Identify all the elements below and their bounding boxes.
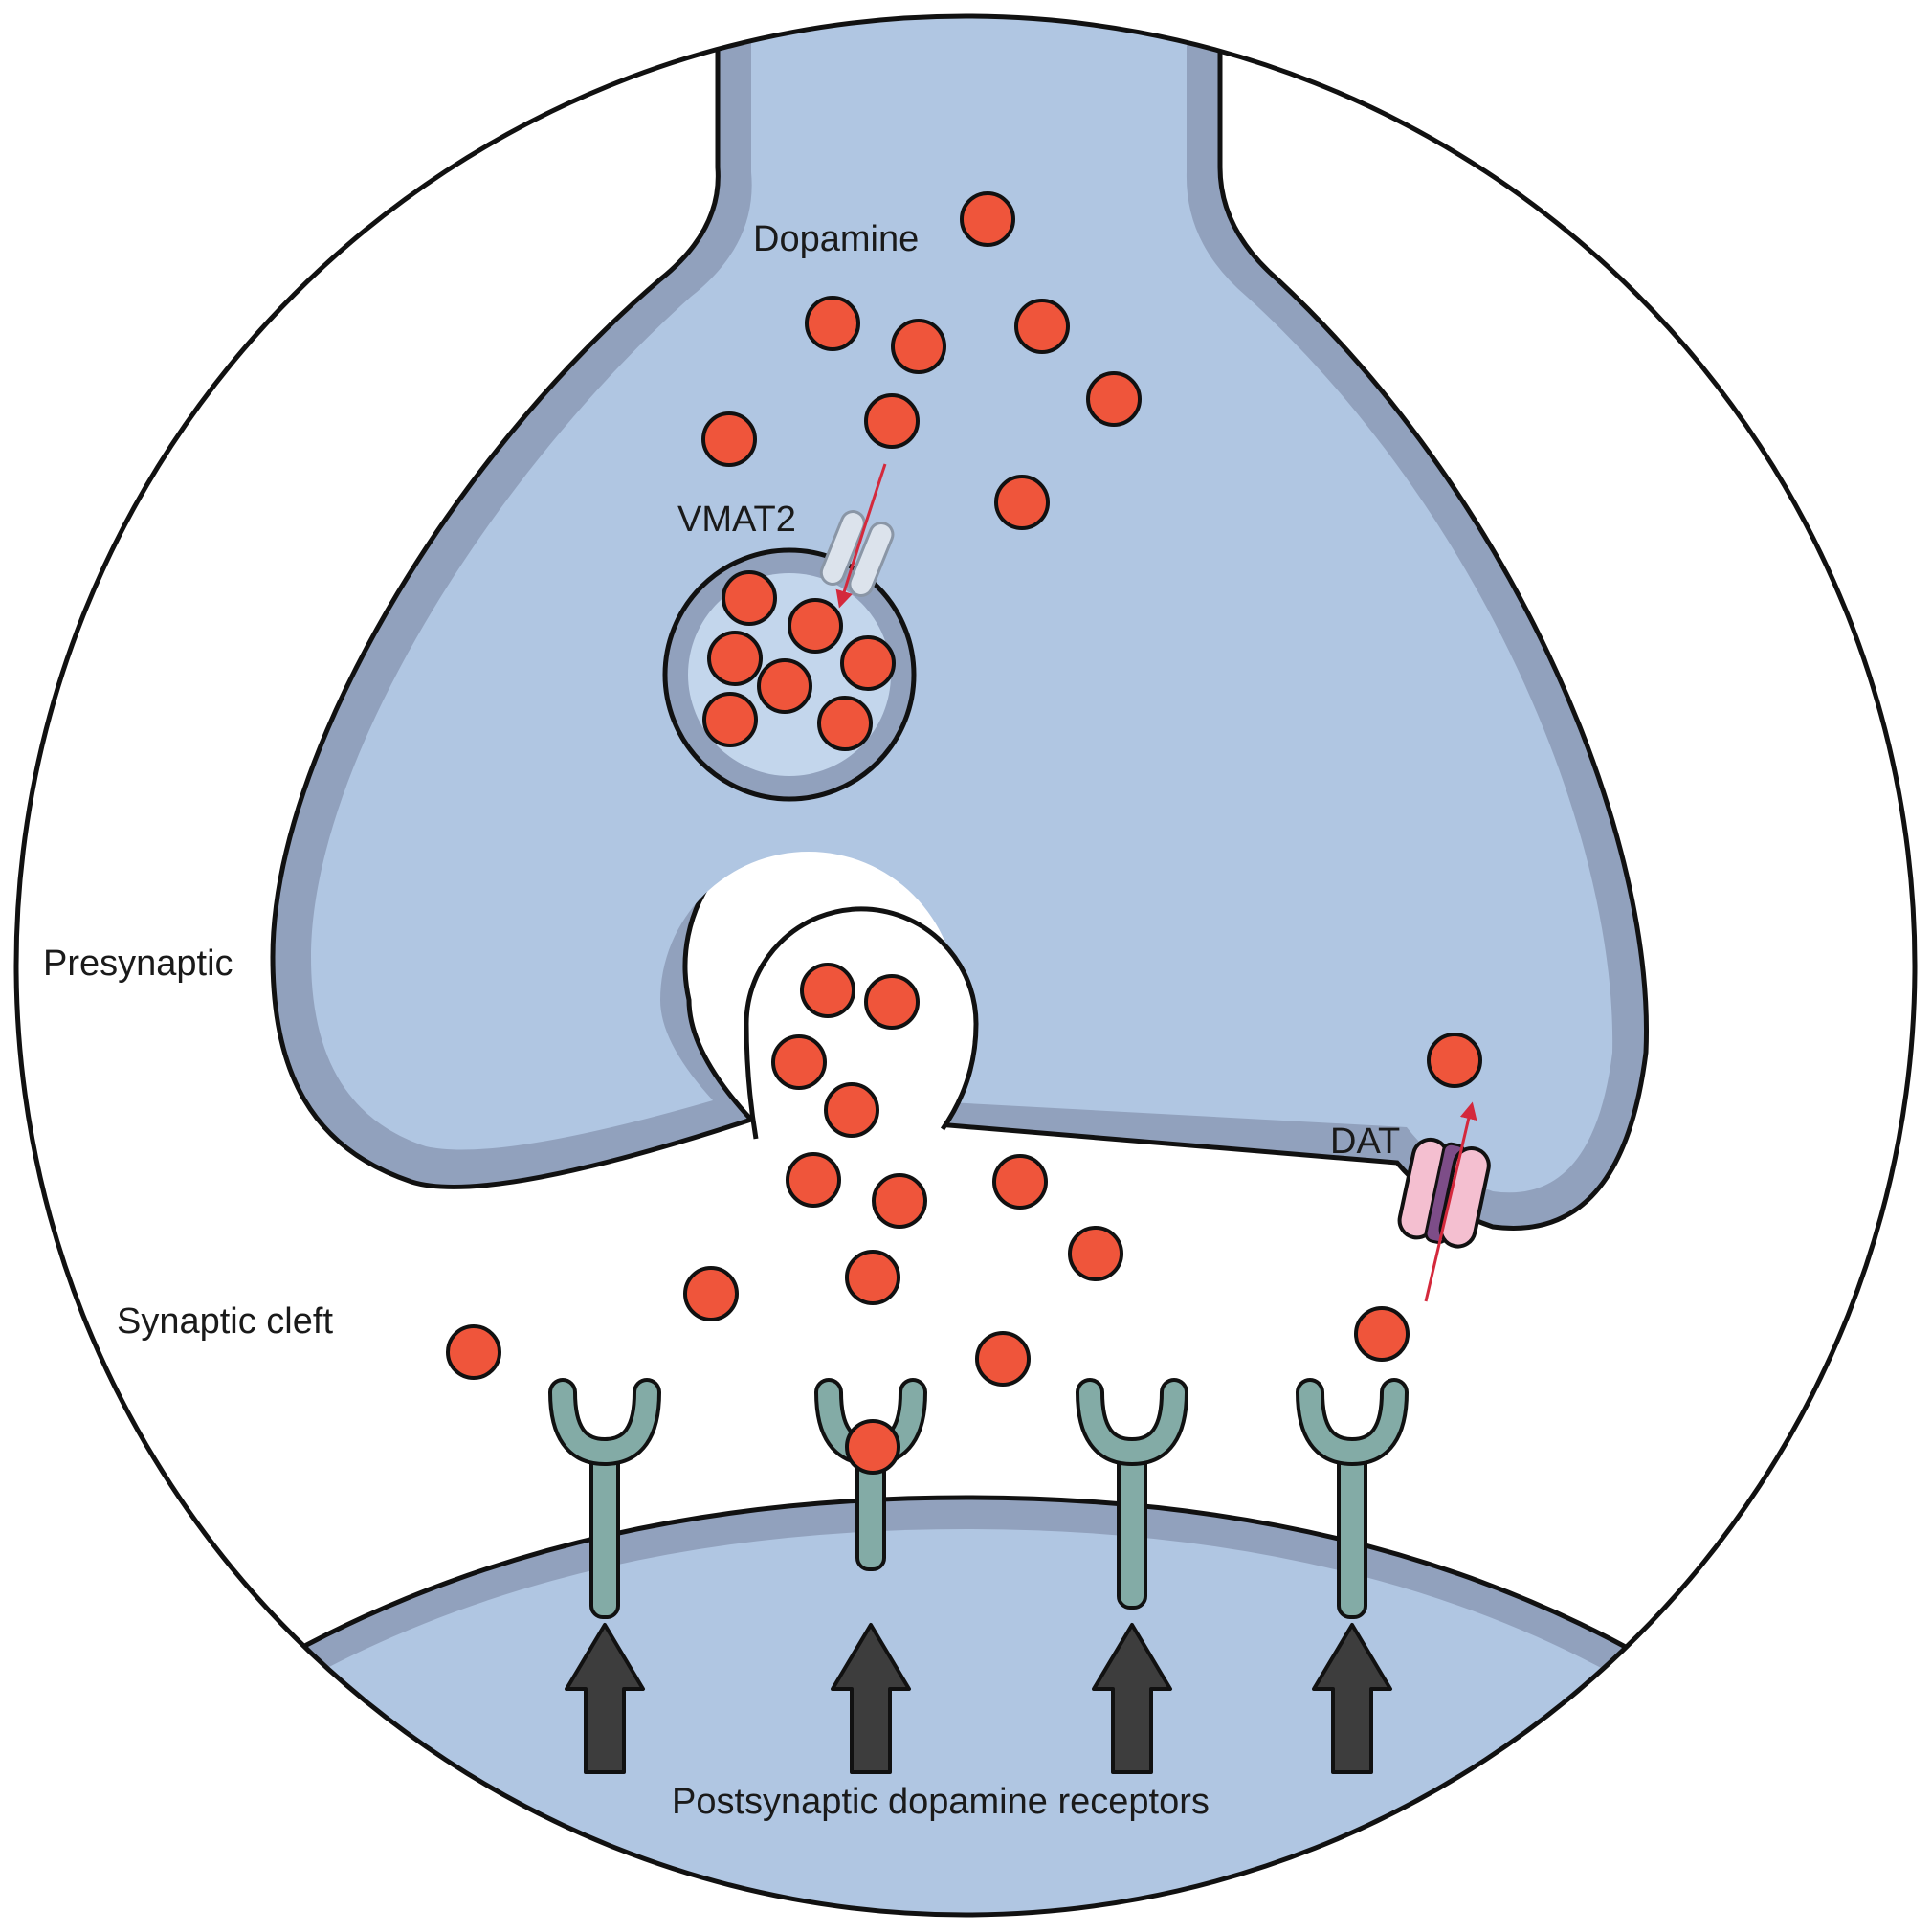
dopamine-molecule-icon: [722, 570, 777, 626]
signal-arrow-group: [565, 1623, 1392, 1774]
dopamine-molecule-icon: [845, 1250, 900, 1305]
signal-up-arrow-icon: [1092, 1623, 1172, 1774]
dopamine-molecule-icon: [845, 1419, 900, 1475]
exocytosis-pocket-outline: [744, 906, 979, 1140]
postsynaptic-receptors-label: Postsynaptic dopamine receptors: [672, 1782, 1210, 1822]
diagram-content: [270, 16, 1650, 1915]
dopamine-molecule-icon: [757, 658, 812, 714]
dopamine-molecule-icon: [975, 1331, 1031, 1387]
dopamine-molecule-icon: [840, 635, 896, 691]
dopamine-receptor-icon: [1296, 1378, 1409, 1619]
dopamine-molecule-icon: [1014, 299, 1070, 354]
dat-label: DAT: [1330, 1121, 1400, 1162]
dopamine-molecule-icon: [864, 974, 920, 1030]
dat-reuptake-arrow: [1424, 1101, 1477, 1302]
dopamine-molecule-icon: [864, 393, 920, 449]
dopamine-molecules: [446, 191, 1482, 1475]
presynaptic-cytoplasm: [311, 16, 1613, 1193]
synaptic-cleft-label: Synaptic cleft: [117, 1301, 333, 1342]
vmat2-transport-arrow: [835, 463, 887, 609]
signal-up-arrow-icon: [831, 1623, 911, 1774]
dopamine-molecule-icon: [824, 1082, 879, 1138]
dopamine-molecule-icon: [1427, 1033, 1482, 1088]
dopamine-molecule-icon: [992, 1154, 1048, 1210]
frame-circle: [13, 13, 1918, 1918]
dopamine-molecule-icon: [817, 696, 873, 751]
presynaptic-label: Presynaptic: [43, 944, 233, 984]
dopamine-molecule-icon: [702, 692, 758, 747]
signal-up-arrow-icon: [1312, 1623, 1392, 1774]
vmat2-label: VMAT2: [677, 500, 796, 540]
signal-up-arrow-icon: [565, 1623, 645, 1774]
dopamine-molecule-icon: [683, 1266, 739, 1321]
receptor-group: [548, 1378, 1409, 1619]
dopamine-molecule-icon: [1086, 371, 1142, 427]
dopamine-molecule-icon: [800, 963, 855, 1018]
vmat2-transporter-icon: [819, 510, 895, 597]
dopamine-molecule-icon: [701, 411, 757, 467]
dopamine-molecule-icon: [786, 1152, 841, 1208]
dopamine-molecule-icon: [805, 296, 860, 351]
dopamine-molecule-icon: [1354, 1306, 1410, 1362]
dopamine-molecule-icon: [1068, 1226, 1123, 1281]
dopamine-molecule-icon: [771, 1034, 827, 1090]
dopamine-receptor-icon: [548, 1378, 661, 1619]
postsynaptic-cytoplasm: [311, 1529, 1617, 1915]
dopamine-molecule-icon: [891, 319, 946, 374]
dopamine-molecule-icon: [707, 631, 763, 686]
dopamine-molecule-icon: [446, 1324, 501, 1380]
dopamine-label: Dopamine: [753, 219, 919, 259]
dopamine-molecule-icon: [788, 598, 843, 654]
dat-transporter-icon: [1397, 1137, 1491, 1249]
dopamine-molecule-icon: [960, 191, 1015, 247]
dopamine-molecule-icon: [994, 475, 1050, 530]
dopamine-receptor-icon: [1076, 1378, 1188, 1610]
dopamine-molecule-icon: [872, 1173, 927, 1229]
